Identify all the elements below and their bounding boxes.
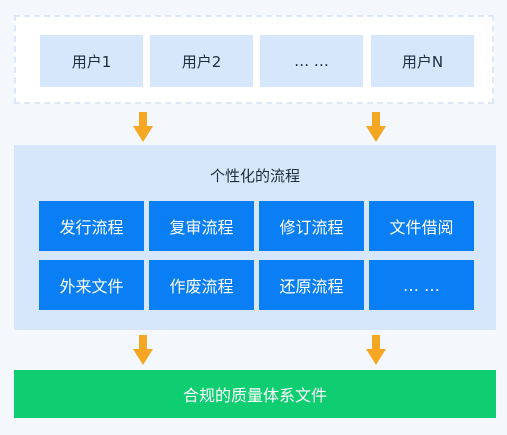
process-title: 个性化的流程	[209, 167, 300, 185]
process-box: 修订流程	[259, 201, 364, 251]
user-box-1: 用户1	[40, 35, 143, 87]
user-box-n: 用户N	[371, 35, 474, 87]
result-bar: 合规的质量体系文件	[14, 370, 496, 418]
process-box: 外来文件	[39, 260, 144, 310]
users-panel: 用户1 用户2 … … 用户N	[14, 15, 494, 104]
process-box: 发行流程	[39, 201, 144, 251]
down-arrow-icon	[133, 335, 153, 365]
down-arrow-icon	[133, 112, 153, 142]
down-arrow-icon	[366, 335, 386, 365]
user-box-2: 用户2	[150, 35, 253, 87]
process-box: 还原流程	[259, 260, 364, 310]
process-box: 复审流程	[149, 201, 254, 251]
process-box: … …	[369, 260, 474, 310]
process-box: 文件借阅	[369, 201, 474, 251]
process-box: 作废流程	[149, 260, 254, 310]
down-arrow-icon	[366, 112, 386, 142]
process-panel: 个性化的流程 发行流程 复审流程 修订流程 文件借阅 外来文件 作废流程 还原流…	[14, 145, 496, 330]
user-box-ellipsis: … …	[260, 35, 363, 87]
